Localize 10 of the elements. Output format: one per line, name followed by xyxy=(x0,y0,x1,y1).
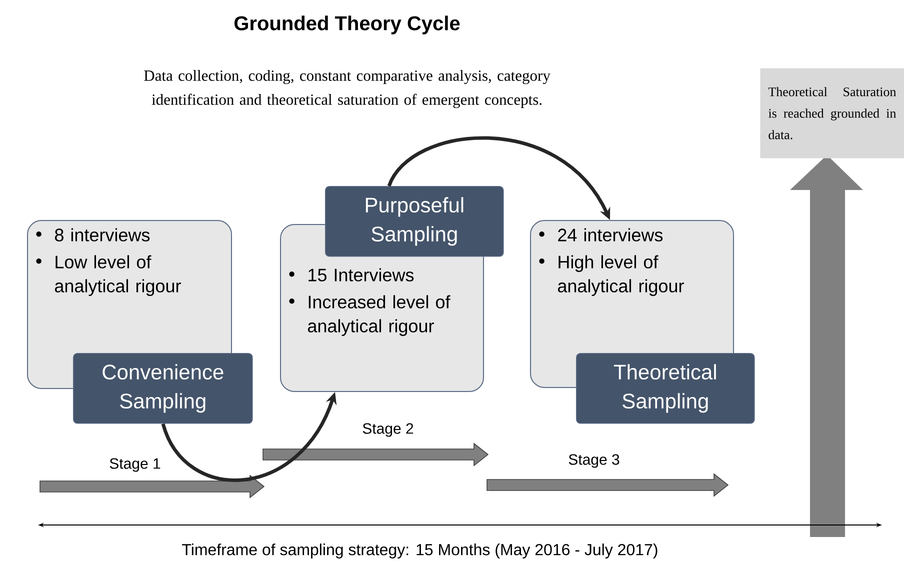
label-box: Purposeful Sampling xyxy=(325,186,504,257)
label-box: Theoretical Sampling xyxy=(576,353,755,424)
stage-label: Stage 1 xyxy=(110,458,160,472)
stage-label: Stage 3 xyxy=(568,454,620,468)
subtitle: Data collection, coding, constant comparative analysis, category identification and theoretical saturation of emergent concepts. xyxy=(144,70,550,108)
label-box: Convenience Sampling xyxy=(73,353,253,424)
title: Grounded Theory Cycle xyxy=(234,16,460,34)
timeframe-label: Timeframe of sampling strategy: 15 Months (May 2016 - July 2017) xyxy=(182,544,658,558)
note-box: Theoretical Saturation is reached grounded in data. xyxy=(760,68,904,158)
stage-label: Stage 2 xyxy=(362,423,414,437)
